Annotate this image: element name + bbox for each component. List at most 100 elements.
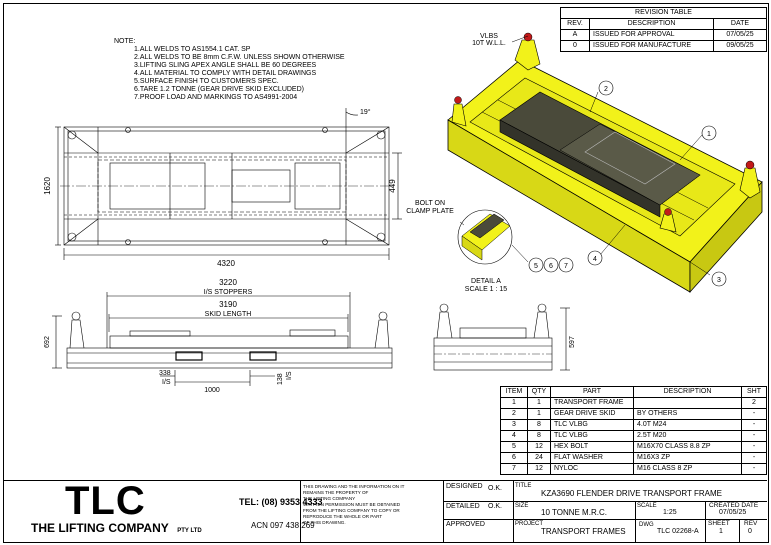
bom-cell: 5 [500, 441, 528, 453]
disclaimer-line: REPRODUCE THE WHOLE OR PART [303, 514, 383, 519]
dim-spacing: 1000 [204, 387, 220, 394]
dim-inner-width: 449 [388, 179, 397, 193]
rev-value: 0 [748, 528, 752, 535]
notes-block: NOTE: 1.ALL WELDS TO AS1554.1 CAT. SP 2.… [114, 38, 345, 102]
note-3: 3.LIFTING SLING APEX ANGLE SHALL BE 60 D… [134, 62, 317, 69]
dim-offset-b: 138 [277, 373, 284, 385]
bom-cell: TLC VLBG [550, 419, 634, 431]
bom-cell: 4.0T M24 [633, 419, 742, 431]
bom-cell: TLC VLBG [550, 430, 634, 442]
note-5: 5.SURFACE FINISH TO CUSTOMERS SPEC. [134, 78, 279, 85]
dim-height: 692 [44, 336, 51, 348]
company-pty: PTY LTD [177, 528, 202, 534]
disclaimer-line: FROM THE LIFTING COMPANY TO COPY OR [303, 508, 400, 513]
bom-cell: 6 [500, 452, 528, 464]
bom-cell: 2 [500, 408, 528, 420]
callout-wll: 10T W.L.L. [472, 40, 506, 47]
bom-cell: 3 [500, 419, 528, 431]
bom-cell: - [741, 452, 767, 464]
iso-frame-side [689, 180, 763, 294]
dim-offset-a-label: I/S [162, 379, 171, 386]
dim-angle: 19° [360, 108, 371, 116]
bom-header-description: DESCRIPTION [633, 386, 742, 398]
bom-cell: TRANSPORT FRAME [550, 397, 634, 409]
bom-cell: - [741, 463, 767, 475]
bom-cell: 12 [527, 441, 551, 453]
bom-cell: 2 [741, 397, 767, 409]
bom-cell: - [741, 441, 767, 453]
callout-bolt-on: BOLT ON [415, 200, 445, 207]
note-2: 2.ALL WELDS TO BE 8mm C.F.W. UNLESS SHOW… [134, 54, 345, 61]
balloon-1 [701, 125, 717, 141]
company-phone: TEL: (08) 9353 4333 [239, 497, 323, 507]
dim-side-height: 597 [569, 336, 576, 348]
company-name-row: THE LIFTING COMPANY PTY LTD [31, 519, 202, 537]
balloon-3-label: 3 [717, 277, 721, 284]
detail-a-view [457, 209, 529, 265]
isometric-view [447, 32, 763, 294]
scale-label: SCALE [637, 503, 657, 509]
title-block: TLC THE LIFTING COMPANY PTY LTD TEL: (08… [3, 480, 767, 542]
bom-cell: 2.5T M20 [633, 430, 742, 442]
detail-title: DETAIL A [471, 278, 501, 285]
bom-cell: 1 [527, 408, 551, 420]
bom-cell [633, 397, 742, 409]
balloon-5 [528, 257, 544, 273]
drawing-border [3, 3, 769, 543]
created-label: CREATED DATE [709, 502, 759, 509]
logo: TLC [65, 479, 146, 523]
note-7: 7.PROOF LOAD AND MARKINGS TO AS4991-2004 [134, 94, 298, 101]
bom-cell: 12 [527, 463, 551, 475]
side-elevation-geometry [52, 292, 393, 386]
scale-value: 1:25 [663, 509, 677, 516]
disclaimer-line: OF THIS DRAWING. [303, 520, 346, 525]
bom-cell: 24 [527, 452, 551, 464]
balloon-4 [587, 250, 603, 266]
disclaimer: THIS DRAWING AND THE INFORMATION ON IT R… [303, 484, 405, 526]
bom-cell: M16X70 CLASS 8.8 ZP [633, 441, 742, 453]
notes-heading: NOTE: [114, 38, 136, 45]
rev-cell: 0 [560, 40, 590, 52]
company-name: THE LIFTING COMPANY [31, 521, 169, 535]
note-6: 6.TARE 1.2 TONNE (GEAR DRIVE SKID EXCLUD… [134, 86, 304, 93]
bom-cell: M16 CLASS 8 ZP [633, 463, 742, 475]
balloon-2 [598, 80, 614, 96]
bom-cell: HEX BOLT [550, 441, 634, 453]
bom-cell: - [741, 419, 767, 431]
dim-offset-b-label: I/S [286, 371, 293, 380]
balloon-4-label: 4 [593, 256, 597, 263]
bom-header-part: PART [550, 386, 634, 398]
sheet-label: SHEET [708, 520, 730, 527]
bom-header-sheet: SHT [741, 386, 767, 398]
drawing-title: KZA3690 FLENDER DRIVE TRANSPORT FRAME [541, 489, 722, 498]
bom-cell: FLAT WASHER [550, 452, 634, 464]
dwg-value: TLC 02268-A [657, 528, 699, 535]
rev-label: REV [744, 520, 758, 527]
approved-label: APPROVED [446, 521, 485, 528]
dim-stoppers-label: I/S STOPPERS [204, 289, 253, 296]
bom-cell: 8 [527, 430, 551, 442]
bom-cell: BY OTHERS [633, 408, 742, 420]
balloon-7-label: 7 [564, 263, 568, 270]
balloon-6 [543, 257, 559, 273]
dim-width: 1620 [43, 177, 52, 195]
bom-cell: 1 [527, 397, 551, 409]
bom-header-item: ITEM [500, 386, 528, 398]
company-acn: ACN 097 438 269 [251, 521, 315, 530]
title-label: TITLE [515, 483, 532, 489]
size-label: SIZE [515, 503, 529, 509]
callout-vlbs: VLBS [480, 33, 498, 40]
detailed-value: O.K. [488, 503, 503, 510]
dim-length: 4320 [217, 259, 235, 268]
bom-cell: 4 [500, 430, 528, 442]
designed-label: DESIGNED [446, 483, 483, 490]
revision-table: REVISION TABLE REV. DESCRIPTION DATE A I… [560, 7, 767, 52]
